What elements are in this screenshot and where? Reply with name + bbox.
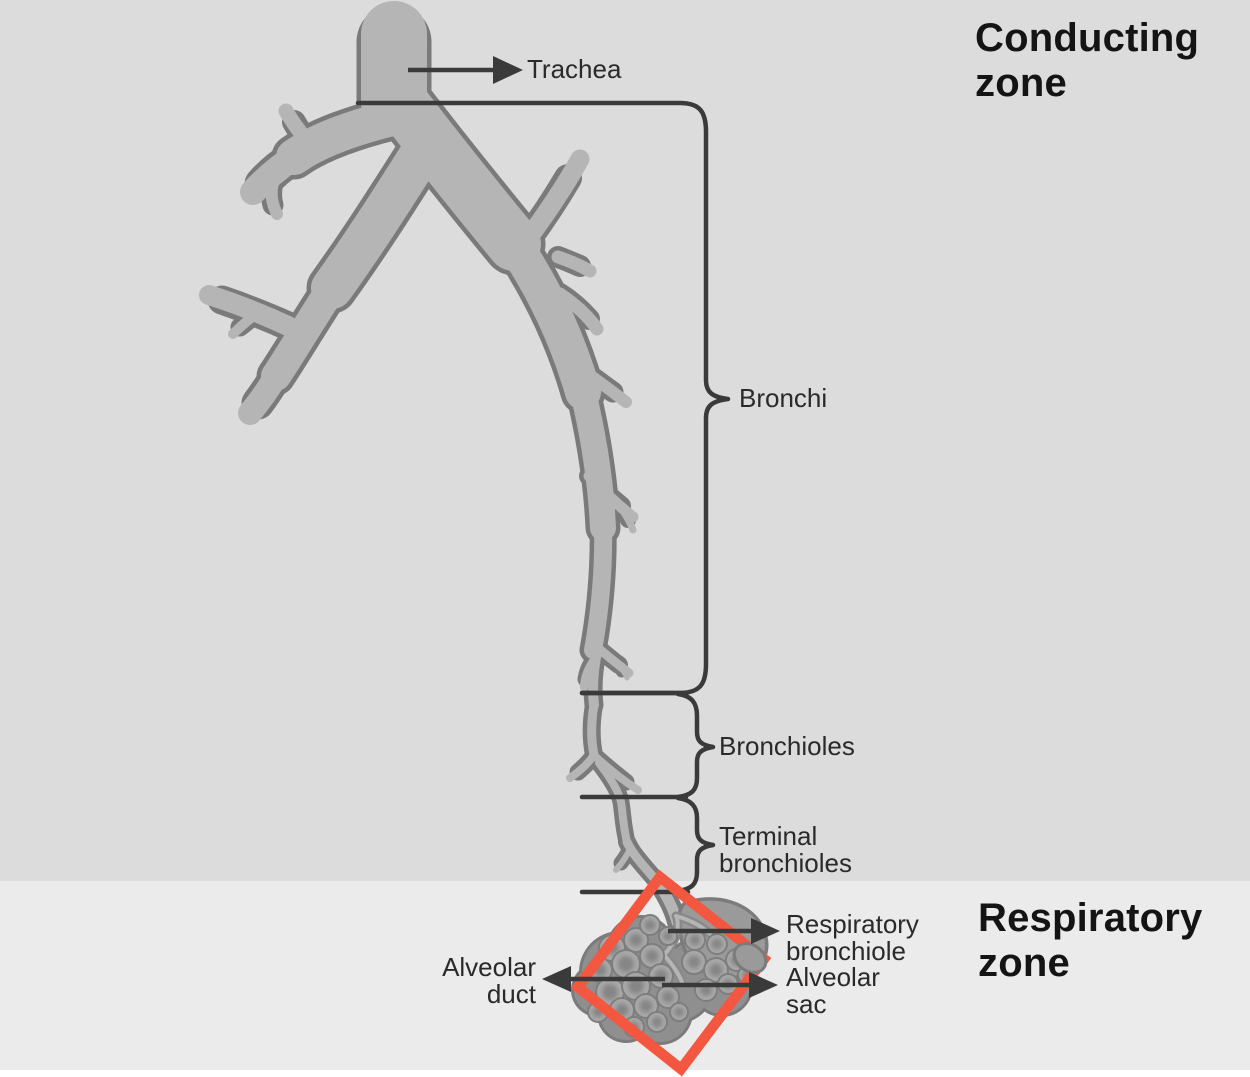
respiratory-zone-heading: Respiratory zone bbox=[978, 896, 1203, 986]
alveolar-sac-lobe-tip bbox=[732, 942, 768, 974]
respiratory-bronchiole-arrow bbox=[668, 918, 780, 944]
bronchi-label: Bronchi bbox=[739, 383, 828, 413]
page-bottom-strip bbox=[0, 1070, 1250, 1077]
alveolar-sac-arrowhead bbox=[749, 972, 778, 998]
trachea-label: Trachea bbox=[527, 54, 622, 84]
alveolar-duct-line2: duct bbox=[486, 979, 536, 1009]
conducting-zone-heading: Conducting zone bbox=[975, 16, 1199, 106]
alveolar-sac-label: Alveolar sac bbox=[786, 964, 880, 1018]
conducting-zone-line2: zone bbox=[975, 61, 1067, 105]
respiratory-bronchiole-line2: bronchiole bbox=[786, 936, 906, 966]
alveolar-sac-line1: Alveolar bbox=[786, 962, 880, 992]
alveolar-sac-line2: sac bbox=[786, 989, 827, 1019]
conducting-zone-line1: Conducting bbox=[975, 16, 1200, 60]
bronchioles-label: Bronchioles bbox=[719, 731, 855, 761]
alveolar-sac-arrow bbox=[662, 972, 778, 998]
alveolar-duct-arrowhead bbox=[542, 966, 571, 992]
annotation-braces bbox=[355, 100, 731, 895]
terminal-bronchioles-bracket bbox=[675, 795, 716, 894]
respiratory-zone-line2: zone bbox=[978, 941, 1070, 985]
trachea-arrowhead bbox=[493, 56, 523, 84]
alveolar-duct-label: Alveolar duct bbox=[330, 954, 536, 1008]
alveolar-duct-line1: Alveolar bbox=[442, 952, 536, 982]
conducting-zone-bg bbox=[0, 0, 1250, 881]
respiratory-bronchiole-label: Respiratory bronchiole bbox=[786, 911, 919, 965]
respiratory-bronchiole-line1: Respiratory bbox=[786, 909, 919, 939]
terminal-bronchioles-line2: bronchioles bbox=[719, 848, 852, 878]
respiratory-bronchiole-arrowhead bbox=[751, 918, 780, 944]
respiratory-zone-line1: Respiratory bbox=[978, 896, 1203, 940]
alveolar-duct-arrow bbox=[542, 966, 665, 992]
bronchioles-bracket bbox=[675, 691, 716, 800]
bronchial-tree-fill bbox=[199, 1, 683, 928]
trachea-arrow bbox=[408, 56, 523, 84]
bronchi-brace bbox=[355, 100, 731, 696]
terminal-bronchioles-label: Terminal bronchioles bbox=[719, 823, 852, 877]
terminal-bronchioles-line1: Terminal bbox=[719, 821, 818, 851]
